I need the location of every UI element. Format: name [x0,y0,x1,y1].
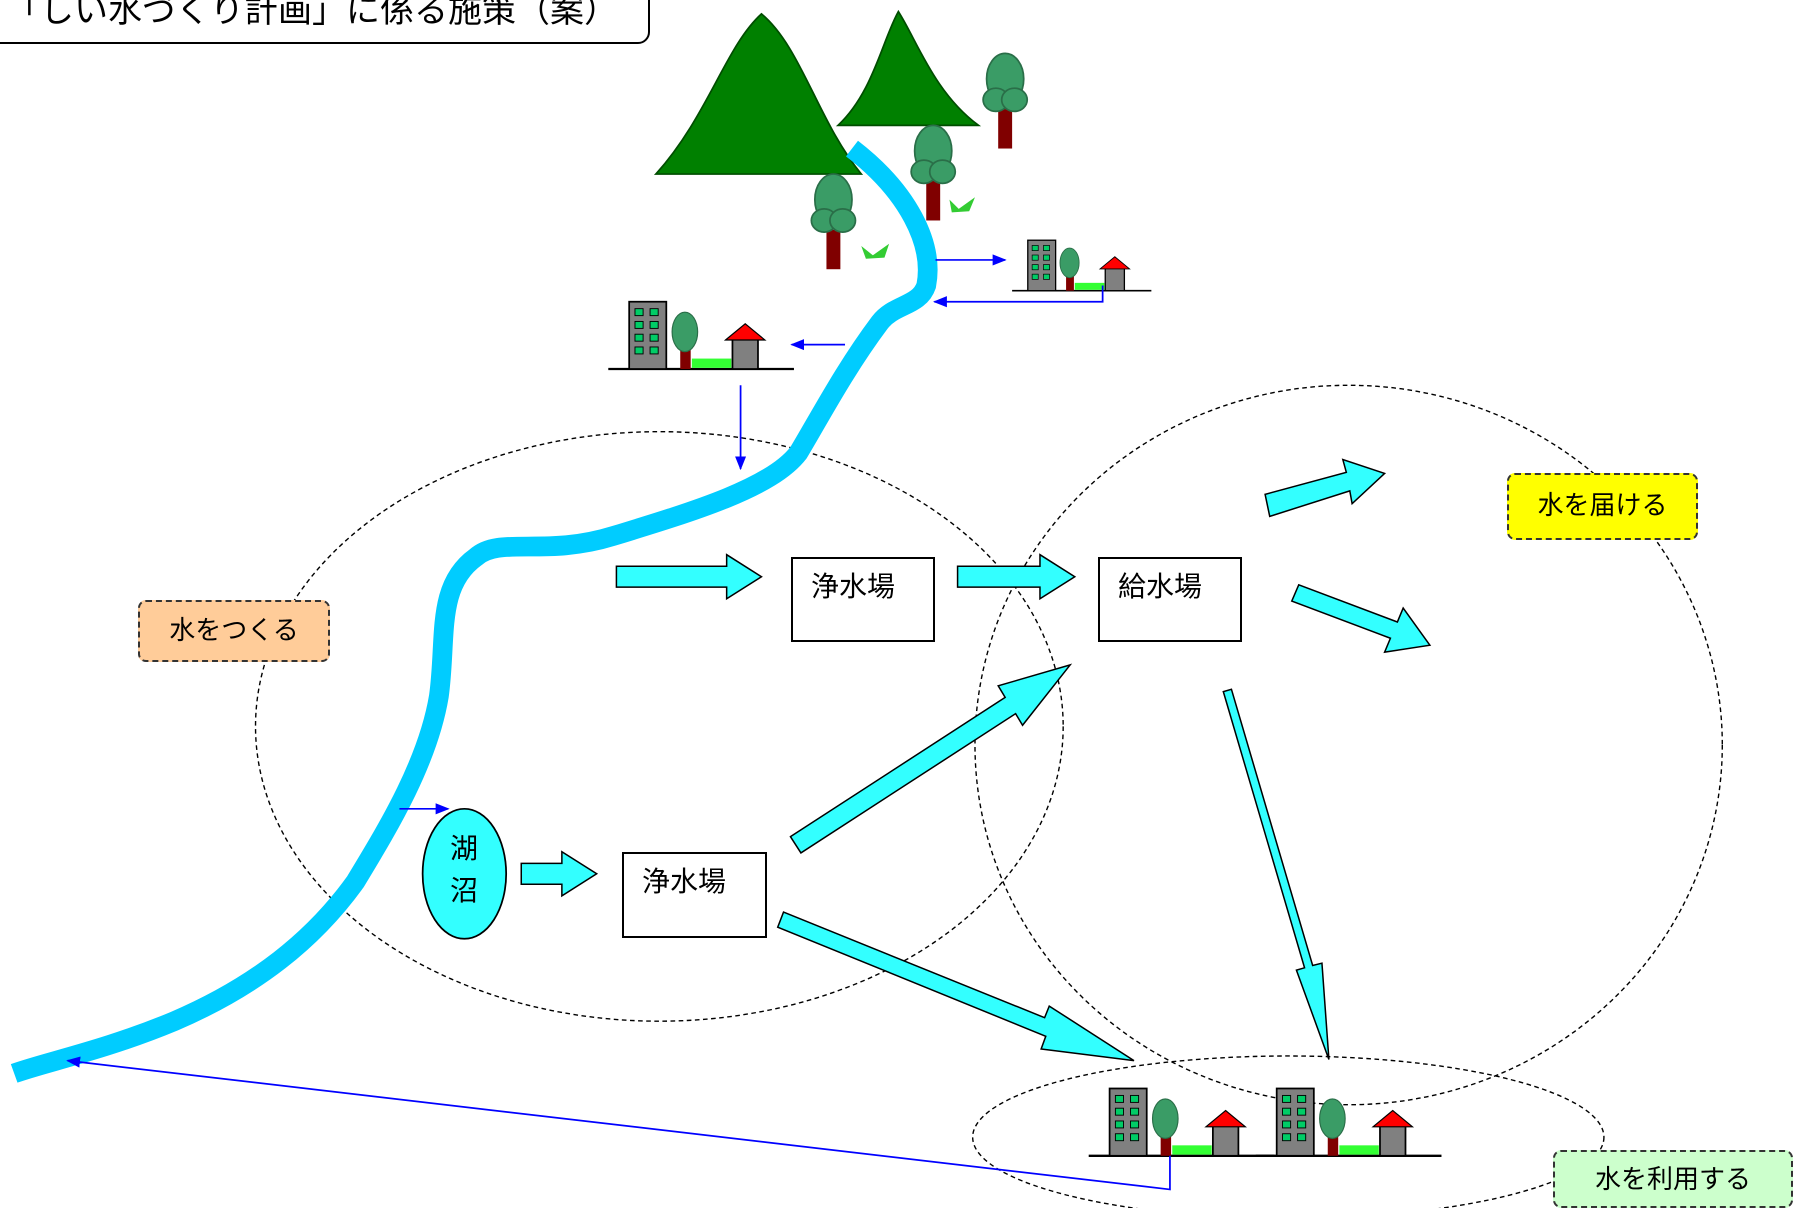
arrow-supply-to-town [1222,688,1330,1060]
water-flow-lines [66,254,1171,1191]
town-icon-upper-right [1011,239,1153,292]
deliver-water-region [974,384,1723,1106]
arrow-river-to-plant [615,553,763,601]
lake-char-1: 湖 [449,832,478,865]
grass-icon [861,197,975,259]
purification-plant-lower: 浄水場 [622,852,767,938]
river [10,140,938,1083]
tree-icon [982,52,1029,150]
arrow-plant-to-supply [956,553,1077,601]
lake-char-2: 沼 [449,874,478,907]
make-water-region [254,430,1064,1022]
arrow-deliver-up-right [1264,458,1387,518]
tag-use-water: 水を利用する [1553,1150,1793,1208]
purification-plant-upper: 浄水場 [791,557,935,642]
arrow-plant-to-supply-diagonal [789,663,1073,854]
water-supply-station: 給水場 [1098,557,1242,642]
town-icon-bottom-right [1254,1087,1443,1157]
arrow-plant-to-town [776,911,1135,1062]
tag-make-water: 水をつくる [138,600,330,662]
tree-icon [810,173,857,271]
arrow-deliver-right [1290,583,1432,654]
use-water-region [972,1055,1605,1208]
lake-label: 湖 沼 [444,828,484,912]
tag-deliver-water: 水を届ける [1507,473,1698,540]
page-title: 「しい水づくり計画」に係る施策（案） [0,0,650,44]
mountain-icon [653,9,982,175]
supply-arrows [520,458,1432,1062]
arrow-lake-to-plant [520,850,599,898]
town-icon-bottom-left [1087,1087,1276,1157]
town-icon-upper-left [607,300,796,371]
lake-icon [421,807,508,940]
